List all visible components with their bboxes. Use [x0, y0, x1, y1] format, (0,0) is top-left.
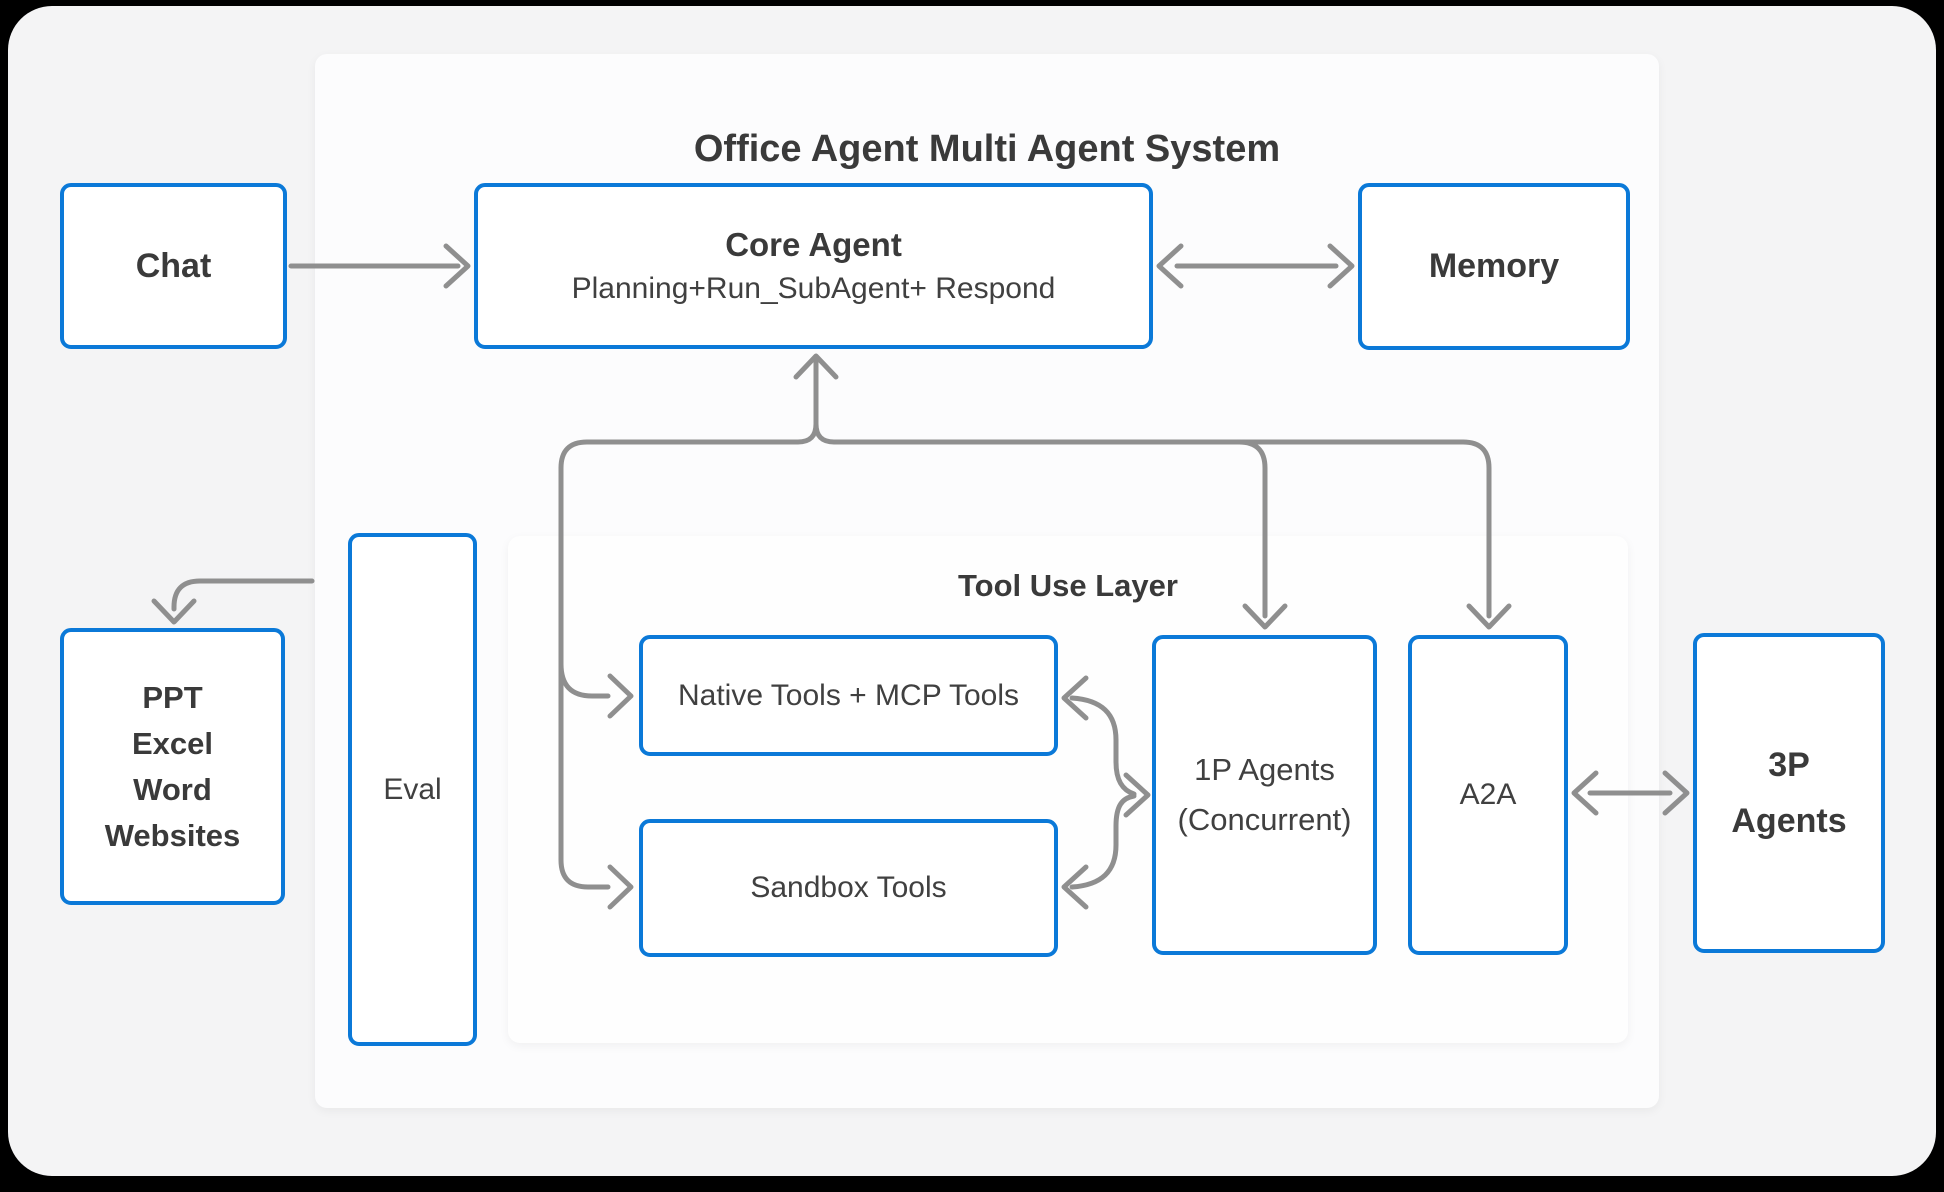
node-office-surfaces: PPT Excel Word Websites: [60, 628, 285, 905]
node-1p-agents: 1P Agents (Concurrent): [1152, 635, 1377, 955]
arrow-chat-to-core: [288, 243, 471, 289]
node-eval: Eval: [348, 533, 477, 1046]
chat-label: Chat: [135, 246, 212, 285]
office-surface-word: Word: [133, 771, 212, 807]
a2a-label: A2A: [1459, 778, 1517, 811]
tool-layer-title: Tool Use Layer: [958, 568, 1178, 603]
office-surface-websites: Websites: [104, 817, 241, 853]
arrow-to-office-surfaces: [151, 578, 315, 625]
arrow-a2a-3p-bidirectional: [1571, 770, 1690, 816]
system-panel-title: Office Agent Multi Agent System: [693, 128, 1281, 170]
3p-label: 3P: [1768, 746, 1810, 784]
brace-tools-1p-agents-bidirectional: [1061, 675, 1151, 910]
chevron-into-native-tools: [607, 673, 634, 719]
office-surface-excel: Excel: [131, 725, 213, 761]
node-memory: Memory: [1358, 183, 1630, 350]
node-native-mcp-tools: Native Tools + MCP Tools: [639, 635, 1058, 756]
office-surface-ppt: PPT: [142, 679, 203, 715]
chevron-down-into-a2a: [1466, 603, 1512, 630]
node-core-agent: Core Agent Planning+Run_SubAgent+ Respon…: [474, 183, 1153, 349]
eval-label: Eval: [383, 772, 442, 806]
chevron-down-into-1p-agents: [1242, 603, 1288, 630]
core-agent-subtitle: Planning+Run_SubAgent+ Respond: [571, 272, 1056, 305]
node-3p-agents: 3P Agents: [1693, 633, 1885, 953]
node-sandbox-tools: Sandbox Tools: [639, 819, 1058, 957]
1p-agents-label: 1P Agents: [1194, 752, 1335, 787]
memory-label: Memory: [1428, 247, 1560, 285]
1p-agents-concurrent-label: (Concurrent): [1177, 802, 1352, 837]
native-tools-label: Native Tools + MCP Tools: [677, 678, 1019, 712]
chevron-into-sandbox-tools: [607, 864, 634, 910]
arrow-tools-to-core-trunk: [558, 353, 1512, 910]
core-agent-title: Core Agent: [725, 226, 902, 263]
arrow-core-memory-bidirectional: [1156, 243, 1355, 289]
node-chat: Chat: [60, 183, 287, 349]
sandbox-tools-label: Sandbox Tools: [750, 871, 947, 904]
3p-agents-label: Agents: [1731, 802, 1847, 840]
chevron-up-into-core: [793, 353, 839, 380]
node-a2a: A2A: [1408, 635, 1568, 955]
